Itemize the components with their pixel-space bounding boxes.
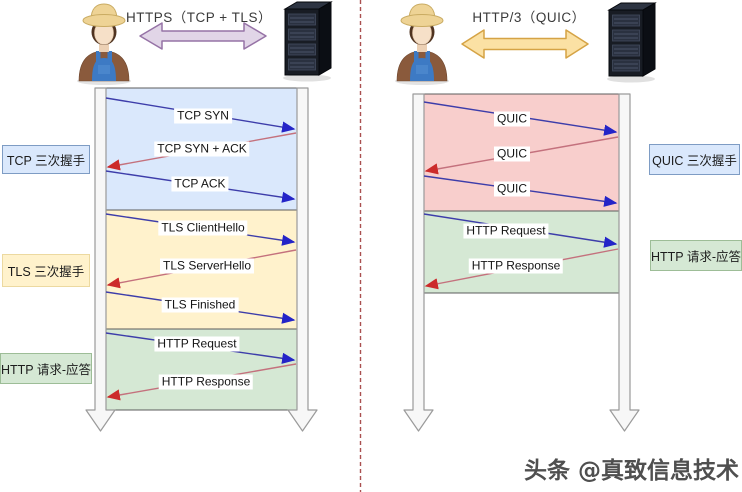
left-panel-title: HTTPS（TCP + TLS）: [126, 10, 272, 25]
tcp-handshake-label: TCP 三次握手: [2, 145, 90, 174]
right-http-exchange-label: HTTP 请求-应答: [650, 240, 742, 271]
right-panel-title: HTTP/3（QUIC）: [472, 10, 586, 25]
left-client-farmer-icon: [76, 3, 132, 86]
right-server-lifeline: [609, 93, 640, 432]
message-label: QUIC: [494, 181, 530, 197]
right-double-headed-arrow-icon: [461, 29, 589, 59]
message-label: QUIC: [494, 111, 530, 127]
left-server-lifeline: [287, 87, 318, 432]
left-server-rack-icon: [282, 1, 332, 82]
message-label: QUIC: [494, 146, 530, 162]
tls-handshake-label: TLS 三次握手: [2, 254, 90, 287]
left-client-lifeline: [85, 87, 116, 432]
right-server-rack-icon: [606, 2, 656, 83]
right-client-lifeline: [403, 93, 434, 432]
quic-handshake-label: QUIC 三次握手: [649, 144, 740, 175]
left-double-headed-arrow-icon: [139, 22, 267, 50]
message-label: HTTP Request: [154, 336, 240, 352]
message-label: HTTP Response: [468, 258, 564, 274]
message-label: TLS ServerHello: [159, 258, 255, 274]
watermark-text: 头条 @真致信息技术: [523, 458, 739, 484]
message-label: TCP SYN: [174, 108, 232, 124]
message-label: TCP SYN + ACK: [154, 141, 250, 157]
message-label: TLS Finished: [161, 297, 239, 313]
message-label: HTTP Request: [463, 223, 549, 239]
right-client-farmer-icon: [394, 3, 450, 86]
message-label: TLS ClientHello: [158, 220, 248, 236]
message-label: TCP ACK: [171, 176, 229, 192]
left-http-exchange-label: HTTP 请求-应答: [0, 353, 92, 384]
message-label: HTTP Response: [158, 374, 254, 390]
